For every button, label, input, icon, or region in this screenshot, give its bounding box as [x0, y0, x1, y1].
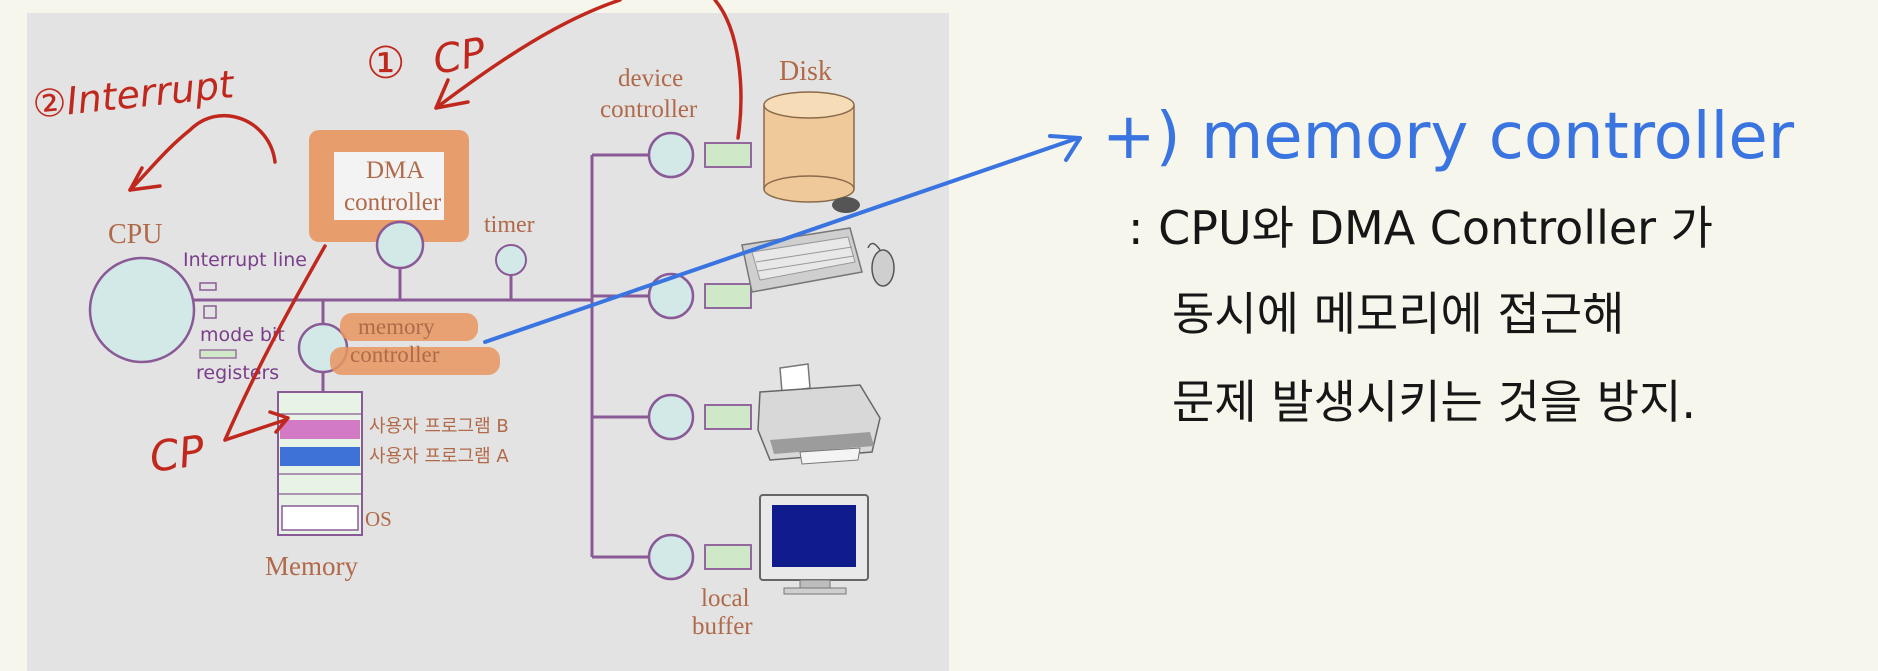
cp-bottom-label: CP	[147, 426, 209, 482]
local-buffer-box	[704, 142, 752, 168]
cp-top-arrowhead	[434, 78, 470, 110]
dma-label-line2: controller	[344, 189, 442, 216]
cpu-port-1	[199, 282, 217, 291]
cp-bottom-arrow	[223, 244, 327, 442]
device-controller-disk	[647, 131, 752, 179]
note-line-3: 문제 발생시키는 것을 방지.	[1172, 375, 1696, 429]
cpu-port-2	[203, 305, 217, 319]
pointer-arrowhead	[1048, 134, 1082, 162]
local-buffer-box	[704, 544, 752, 570]
cpu-label: CPU	[108, 219, 162, 250]
device-controller-circle	[647, 131, 695, 179]
mode-bit-label: mode bit	[200, 324, 285, 346]
cp-top-arrow	[438, 0, 622, 107]
memory-controller-heading: +) memory controller	[1102, 100, 1795, 174]
memory-controller-line2: controller	[350, 342, 440, 367]
memory-controller-line1: memory	[358, 314, 435, 339]
device-controller-monitor	[647, 533, 752, 581]
timer-label: timer	[484, 212, 535, 238]
cp-bottom-arrow-2	[223, 418, 287, 442]
device-controller-printer	[647, 393, 752, 441]
registers-box	[199, 349, 237, 359]
note-line-1: : CPU와 DMA Controller 가	[1128, 201, 1713, 255]
local-buffer-label-line1: local	[701, 585, 750, 612]
dma-port-circle	[375, 220, 425, 270]
disk-to-top-curve	[713, 0, 743, 140]
disk-icon	[763, 91, 855, 203]
monitor-icon	[759, 494, 869, 595]
local-buffer-label-line2: buffer	[692, 613, 753, 640]
device-controller-label-line2: controller	[600, 96, 698, 123]
memory-label: Memory	[265, 551, 358, 581]
dma-label-line1: DMA	[366, 157, 424, 184]
device-controller-label-line1: device	[618, 65, 683, 92]
user-program-b-label: 사용자 프로그램 B	[369, 416, 509, 437]
user-program-b-segment	[280, 420, 360, 439]
registers-label: registers	[196, 362, 279, 384]
local-buffer-box	[704, 404, 752, 430]
blue-annotation: +) memory controller	[483, 100, 1795, 344]
interrupt-arrow	[128, 113, 277, 192]
os-label: OS	[365, 507, 392, 531]
user-program-a-segment	[280, 447, 360, 466]
handwritten-korean-notes: : CPU와 DMA Controller 가 동시에 메모리에 접근해 문제 …	[1128, 201, 1713, 429]
device-controller-keyboard	[647, 272, 752, 320]
timer-circle	[495, 244, 527, 276]
local-buffer-box	[704, 283, 752, 309]
step-one-marker: ①	[366, 38, 405, 89]
cp-bottom-arrowhead	[268, 410, 290, 434]
interrupt-line-label: Interrupt line	[183, 249, 307, 271]
user-program-a-label: 사용자 프로그램 A	[369, 446, 509, 467]
disk-label: Disk	[779, 56, 832, 87]
memory-controller-highlight-1	[340, 313, 478, 341]
note-line-2: 동시에 메모리에 접근해	[1172, 287, 1624, 341]
memory-controller-highlight-2	[330, 347, 500, 375]
os-segment	[281, 505, 359, 531]
printer-icon	[757, 363, 881, 465]
cpu-circle	[88, 256, 196, 364]
device-controller-circle	[647, 533, 695, 581]
interrupt-arrowhead	[128, 166, 162, 192]
device-controller-circle	[647, 272, 695, 320]
device-controller-circle	[647, 393, 695, 441]
memory-controller-pointer-arrow	[483, 136, 1080, 344]
dma-inner-box	[334, 152, 444, 220]
